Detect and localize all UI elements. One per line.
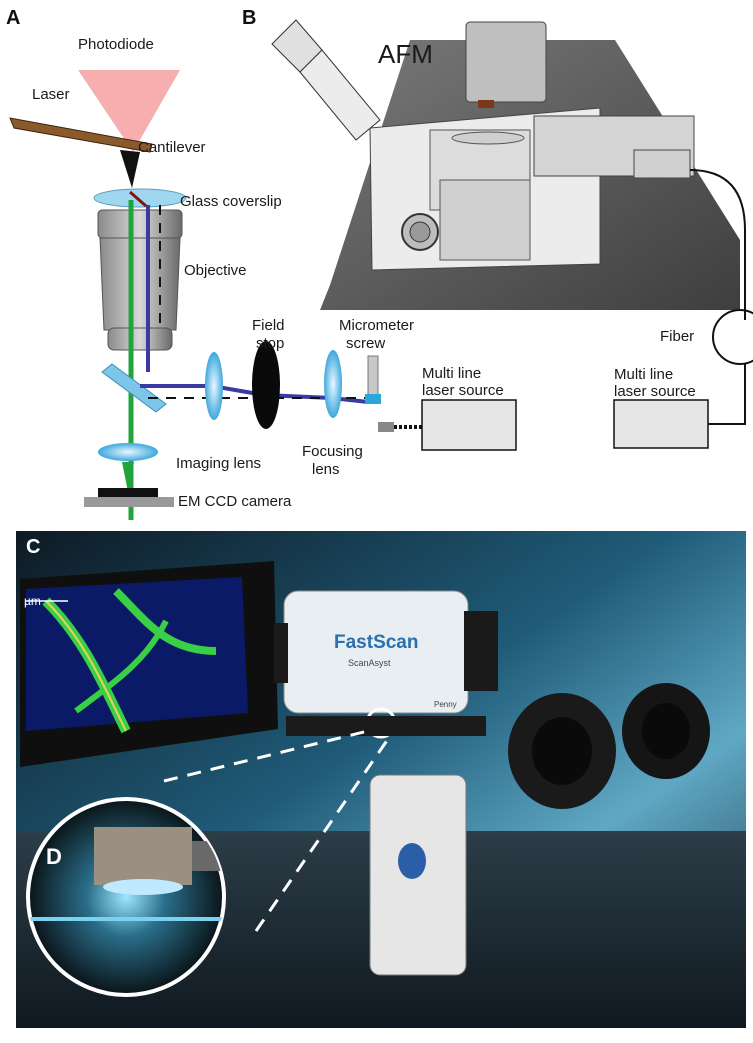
objective bbox=[97, 209, 183, 239]
panel-a-b-diagram bbox=[9, 19, 753, 520]
fiber-label: Fiber bbox=[660, 328, 695, 345]
laser-source-b-label-1: Multi line bbox=[614, 366, 674, 383]
photo-illustration bbox=[16, 531, 746, 1028]
focusing-lens-label-1: Focusing bbox=[302, 443, 363, 460]
panel-c-photo bbox=[16, 531, 746, 1028]
fastscan-device-label: Penny bbox=[434, 700, 457, 709]
cantilever-tip bbox=[120, 150, 140, 188]
panel-a-letter: A bbox=[6, 7, 21, 29]
em-ccd-camera bbox=[98, 488, 158, 497]
panel-b-letter: B bbox=[242, 7, 257, 29]
fastscan-brand: FastScan bbox=[334, 632, 419, 653]
photodiode-label: Photodiode bbox=[78, 36, 154, 53]
cantilever bbox=[9, 117, 153, 153]
objective-label: Objective bbox=[184, 262, 247, 279]
laser-source-a-label-1: Multi line bbox=[422, 365, 482, 382]
micrometer-screw bbox=[367, 355, 379, 397]
cantilever-label: Cantilever bbox=[138, 139, 206, 156]
laser-label: Laser bbox=[32, 86, 70, 103]
fiber-b bbox=[689, 169, 746, 320]
imaging-lens-label: Imaging lens bbox=[176, 455, 262, 472]
monitor-scale-label: µm bbox=[24, 594, 41, 608]
laser-source-a-label-2: laser source bbox=[422, 382, 504, 399]
em-ccd-label: EM CCD camera bbox=[178, 493, 292, 510]
dichroic-mirror bbox=[101, 363, 167, 413]
laser-source-b-label-2: laser source bbox=[614, 383, 696, 400]
panel-c-letter: C bbox=[26, 536, 41, 558]
fastscan-sub: ScanAsyst bbox=[348, 658, 391, 668]
field-stop bbox=[252, 341, 280, 429]
panel-d-letter: D bbox=[46, 844, 62, 869]
laser-box-b bbox=[613, 399, 709, 449]
glass-coverslip-label: Glass coverslip bbox=[180, 193, 282, 210]
micrometer-label-1: Micrometer bbox=[339, 317, 415, 334]
focusing-lens-label-2: lens bbox=[312, 461, 340, 478]
field-stop-label-2: stop bbox=[256, 335, 285, 352]
micrometer-label-2: screw bbox=[346, 335, 386, 352]
focusing-lens bbox=[324, 350, 342, 418]
imaging-lens bbox=[98, 443, 158, 461]
objective-body bbox=[99, 237, 181, 331]
laser-box-a bbox=[421, 399, 517, 451]
monitor-screen bbox=[26, 577, 248, 731]
glass-coverslip bbox=[93, 188, 187, 208]
afm-label: AFM bbox=[378, 39, 433, 69]
lens-1 bbox=[205, 352, 223, 420]
photodiode-beam bbox=[78, 70, 180, 152]
field-stop-label-1: Field bbox=[252, 317, 285, 334]
